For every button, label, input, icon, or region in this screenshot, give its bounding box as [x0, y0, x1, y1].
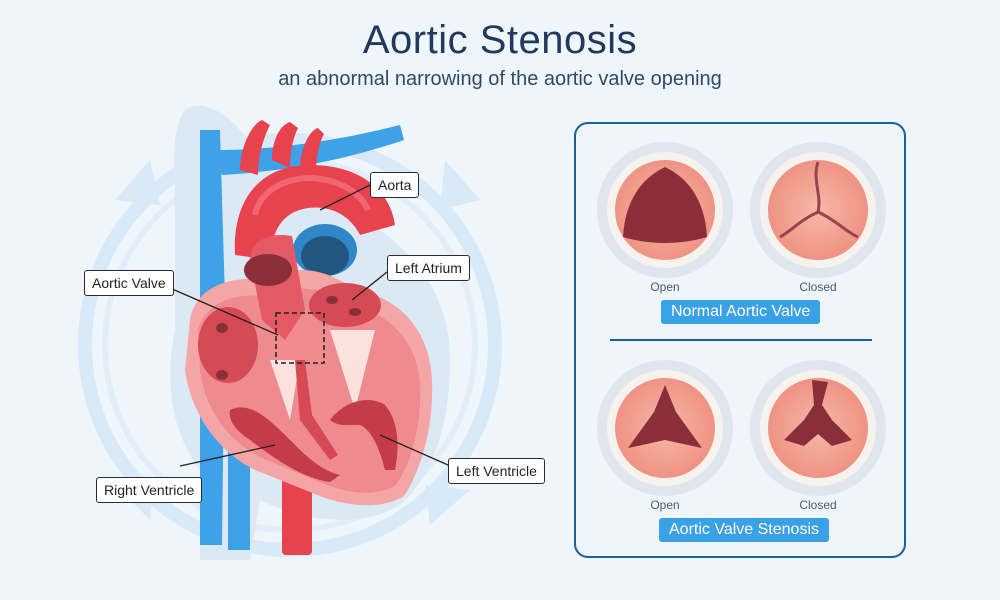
stenosis-valve-badge: Aortic Valve Stenosis — [659, 518, 829, 542]
aortic-valve-focus-box — [275, 312, 325, 364]
page-title: Aortic Stenosis — [362, 18, 638, 62]
callout-left-ventricle: Left Ventricle — [448, 458, 545, 484]
normal-valve-open — [597, 142, 733, 278]
normal-open-caption: Open — [650, 280, 680, 294]
stenosis-closed-caption: Closed — [799, 498, 837, 512]
heart-body — [185, 234, 433, 506]
callout-aorta: Aorta — [370, 172, 420, 198]
stenosis-valve-closed — [750, 360, 886, 496]
aortic-arch — [234, 120, 395, 260]
normal-closed-caption: Closed — [799, 280, 837, 294]
callout-right-ventricle: Right Ventricle — [96, 477, 203, 503]
normal-valve-badge: Normal Aortic Valve — [661, 300, 821, 324]
normal-valve-closed — [750, 142, 886, 278]
stenosis-open-caption: Open — [650, 498, 680, 512]
stenosis-valve-open — [597, 360, 733, 496]
pulmonary-artery — [293, 224, 357, 276]
callout-aortic-valve: Aortic Valve — [84, 270, 174, 296]
heart-illustration — [78, 105, 502, 560]
callout-left-atrium: Left Atrium — [387, 255, 470, 281]
leader-lines — [162, 184, 449, 467]
page-subtitle: an abnormal narrowing of the aortic valv… — [278, 68, 722, 90]
